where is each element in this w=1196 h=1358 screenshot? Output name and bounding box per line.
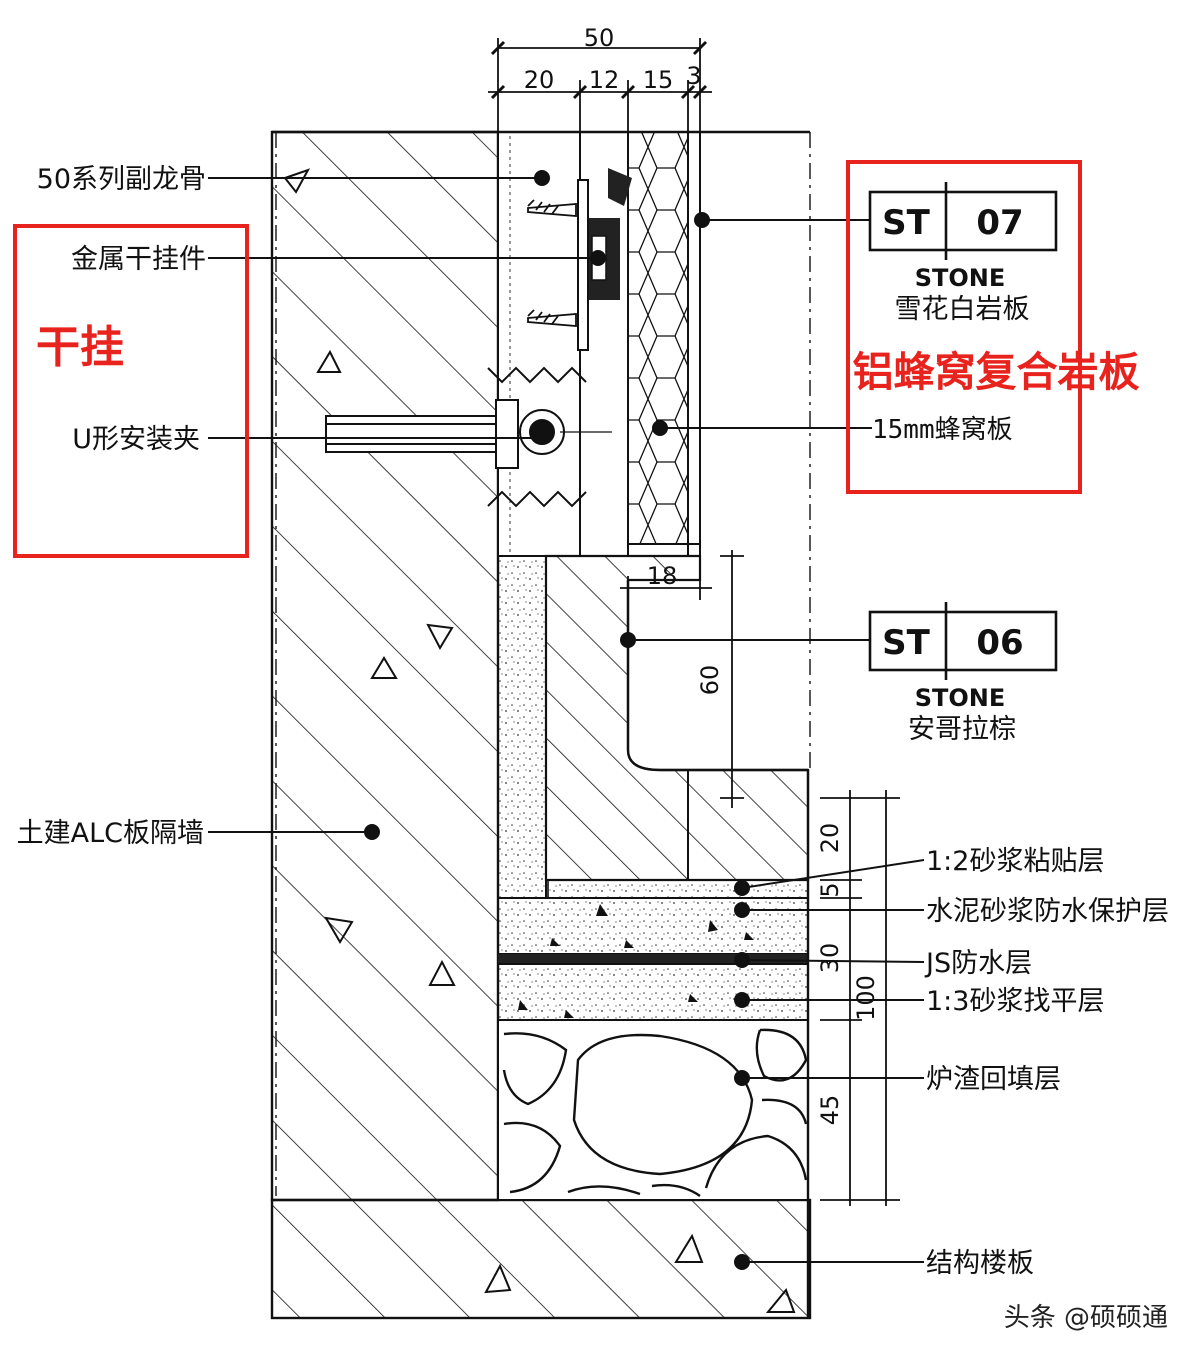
dim-12: 12 — [589, 66, 620, 94]
label-keel: 50系列副龙骨 — [37, 164, 206, 195]
dim-20: 20 — [524, 66, 555, 94]
tag-st07-name: 雪花白岩板 — [895, 294, 1030, 325]
cut-lines — [275, 132, 811, 1196]
right-dimensions — [820, 790, 900, 1206]
dim-30: 30 — [816, 943, 844, 974]
slag-backfill — [497, 1019, 809, 1201]
stone-dimensions — [620, 550, 744, 808]
self-tapping-screws — [527, 199, 577, 327]
label-protect: 水泥砂浆防水保护层 — [926, 896, 1169, 927]
label-level: 1:3砂浆找平层 — [926, 986, 1104, 1017]
structural-slab — [270, 1198, 812, 1320]
dim-45: 45 — [816, 1095, 844, 1126]
skirting-stone-st06 — [544, 554, 810, 899]
tag-st07-code: ST — [882, 203, 930, 243]
dim-60: 60 — [696, 665, 724, 696]
dim-total-50: 50 — [584, 24, 615, 52]
dim-3: 3 — [686, 62, 701, 90]
tag-st06-category: STONE — [915, 684, 1006, 712]
label-alc-wall: 土建ALC板隔墙 — [17, 818, 204, 849]
dim-20-right: 20 — [816, 823, 844, 854]
tag-st06-name: 安哥拉棕 — [908, 714, 1016, 745]
u-clip-assembly — [325, 366, 612, 508]
tag-st06: ST 06 STONE 安哥拉棕 — [868, 602, 1058, 745]
label-slag: 炉渣回填层 — [926, 1064, 1061, 1095]
alc-wall — [270, 130, 500, 1202]
label-js: JS防水层 — [924, 948, 1032, 979]
dim-15: 15 — [643, 66, 674, 94]
right-box-title: 铝蜂窝复合岩板 — [853, 348, 1140, 396]
mortar-fill-column — [497, 555, 547, 899]
tag-st07: ST 07 STONE 雪花白岩板 — [868, 182, 1058, 325]
tag-st07-category: STONE — [915, 264, 1006, 292]
left-highlight-box — [13, 224, 249, 558]
label-u-clip: U形安装夹 — [72, 424, 200, 455]
honeycomb-panel-section — [627, 131, 701, 557]
floor-layers — [497, 897, 809, 1021]
tag-st07-number: 07 — [976, 203, 1023, 243]
dim-5: 5 — [816, 882, 844, 897]
label-honeycomb: 15mm蜂窝板 — [872, 415, 1013, 445]
dim-18: 18 — [647, 562, 678, 590]
label-mortar-bond: 1:2砂浆粘贴层 — [926, 846, 1104, 877]
left-box-title: 干挂 — [36, 322, 124, 373]
tag-st06-number: 06 — [976, 623, 1023, 663]
top-dimensions — [488, 38, 712, 132]
tag-st06-code: ST — [882, 623, 930, 663]
aggregate-triangles — [283, 168, 456, 986]
label-hanger: 金属干挂件 — [71, 244, 206, 275]
dim-100: 100 — [852, 975, 880, 1021]
label-slab: 结构楼板 — [926, 1248, 1034, 1279]
leader-lines — [208, 170, 925, 1270]
watermark: 头条 @硕硕通 — [1004, 1303, 1168, 1333]
right-highlight-box — [846, 160, 1082, 494]
